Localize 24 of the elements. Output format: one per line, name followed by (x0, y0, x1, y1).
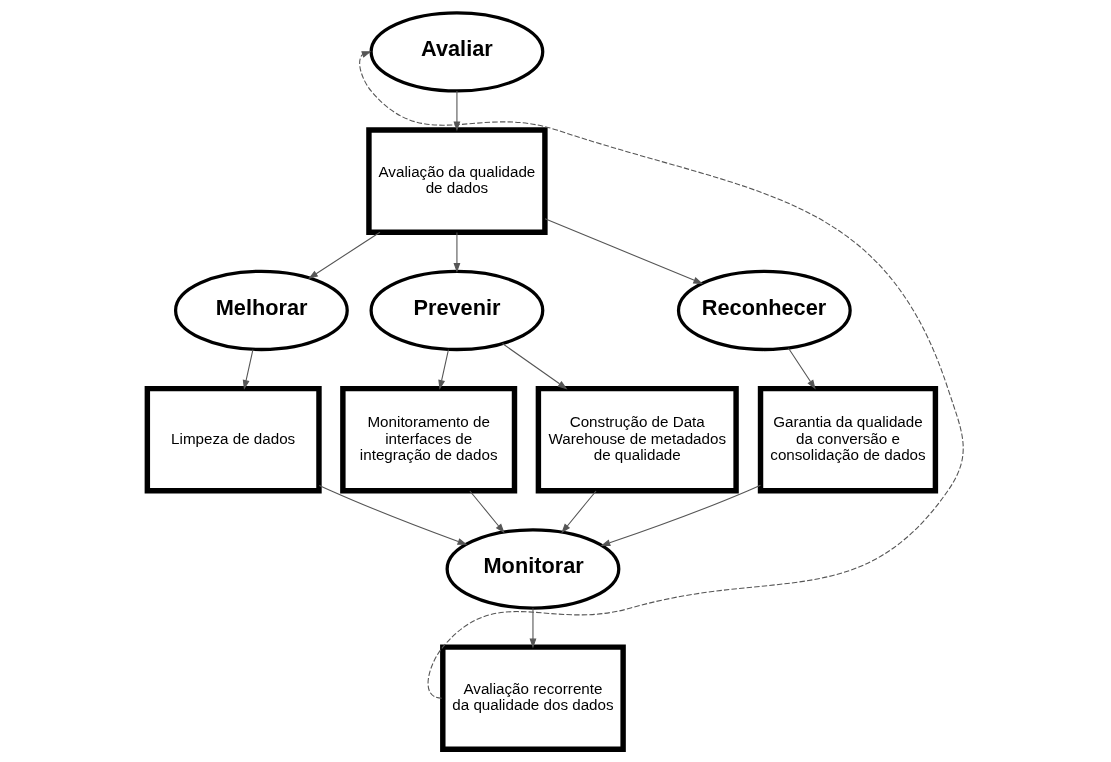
arrow (453, 90, 461, 132)
arrow (318, 484, 468, 545)
arrow (438, 349, 449, 390)
node-ellipse: Prevenir (369, 269, 545, 352)
arrow (308, 231, 381, 279)
node-ellipse: Monitorar (445, 528, 621, 610)
arrow (600, 484, 762, 547)
arrow (561, 490, 597, 534)
node-box: Monitoramento de interfaces de integração de dados (340, 385, 518, 494)
node-box: Limpeza de dados (144, 385, 322, 494)
node-box: Avaliação recorrente da qualidade dos dados (440, 644, 626, 752)
arrow (242, 349, 254, 390)
node-box: Avaliação da qualidade de dados (366, 127, 548, 235)
arrow (787, 347, 816, 390)
arrow (501, 343, 568, 390)
arrow (453, 231, 461, 273)
arrow (529, 607, 537, 649)
arrow (359, 51, 964, 699)
node-ellipse: Avaliar (369, 11, 545, 93)
node-box: Construção de Data Warehouse de metadados de qualidade (535, 385, 739, 494)
node-ellipse: Reconhecer (676, 269, 852, 352)
arrow (544, 218, 704, 284)
node-box: Garantia da qualidade da conversão e consolidação de dados (757, 385, 939, 494)
arrow (469, 490, 505, 534)
